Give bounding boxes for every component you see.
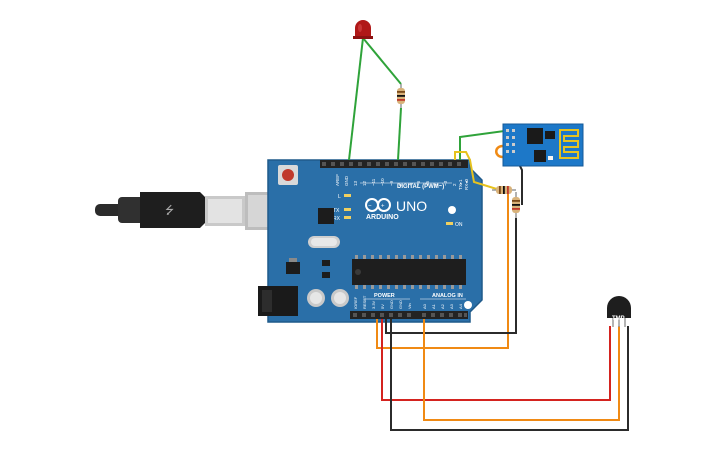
power-label: POWER <box>374 293 395 299</box>
wire-red-5v-sensor[interactable] <box>381 319 611 401</box>
pin-label: ~11 <box>371 178 376 186</box>
pin-label: A1 <box>431 303 436 309</box>
pin-label-aref: AREF <box>335 174 340 186</box>
pin-label: RX◂0 <box>464 178 469 190</box>
red-led[interactable] <box>353 20 373 39</box>
pin-label: RESET <box>362 295 367 309</box>
pin-label: 2 <box>452 183 457 186</box>
mounting-hole <box>464 301 472 309</box>
led-label-rx: RX <box>333 216 341 222</box>
led-label-on: ON <box>455 222 463 228</box>
led-label-tx: TX <box>333 208 340 214</box>
pin-label: ~10 <box>380 178 385 186</box>
wire-orange-a0-sensor[interactable] <box>423 319 620 421</box>
brand-label: ARDUINO <box>366 214 399 221</box>
pin-label: A3 <box>449 303 454 309</box>
pin-label: A0 <box>422 303 427 309</box>
wire-resistor-pin8[interactable] <box>397 107 402 161</box>
esp8266-module[interactable] <box>502 123 584 167</box>
pin-label: Vin <box>407 303 412 309</box>
pin-label: 4 <box>434 183 439 186</box>
pin-label: A2 <box>440 303 445 309</box>
wire-esp-orange-loop[interactable] <box>495 144 504 159</box>
pin-label: A4 <box>458 303 463 309</box>
svg-text:−: − <box>368 204 372 210</box>
pin-label: 7 <box>407 183 412 186</box>
digital-label: DIGITAL (PWM~) <box>397 184 444 190</box>
wire-esp-yellow[interactable] <box>454 151 501 191</box>
pin-label: 3.3V <box>371 300 376 309</box>
svg-text:+: + <box>381 204 385 210</box>
divider-resistor-1[interactable] <box>492 186 516 194</box>
wire-led-resistor[interactable] <box>362 37 402 85</box>
pin-label-gnd: GND <box>344 175 349 186</box>
capacitors <box>307 289 349 307</box>
wire-black-gnd-sensor[interactable] <box>390 319 629 431</box>
power-jack[interactable] <box>258 286 298 316</box>
analog-in-label: ANALOG IN <box>432 293 463 299</box>
smd-part <box>322 272 330 278</box>
pin-label: 13 <box>353 180 358 186</box>
wire-black-gnd-esp[interactable] <box>385 218 517 334</box>
wire-orange-3v3-esp[interactable] <box>376 194 509 349</box>
atmega-chip <box>352 255 466 289</box>
divider-resistor-2[interactable] <box>512 192 520 218</box>
usb-cable[interactable]: ⭍ <box>95 192 297 230</box>
pin-label: 5V <box>380 304 385 309</box>
pin-label: GND <box>398 300 403 309</box>
pin-label: A5 <box>464 303 469 309</box>
pin-label: TX▸1 <box>458 179 463 190</box>
pin-label: GND <box>389 300 394 309</box>
voltage-regulator <box>286 258 300 274</box>
pin-label: IOREF <box>353 296 358 309</box>
status-leds: L TX RX ON <box>333 194 463 228</box>
usb-icon: ⭍ <box>165 204 174 217</box>
crystal-oscillator <box>308 236 340 248</box>
mounting-hole <box>448 206 456 214</box>
wire-led-gnd[interactable] <box>348 37 364 161</box>
usb-chip <box>318 208 334 224</box>
arduino-logo: − + ARDUINO UNO <box>365 198 427 221</box>
arduino-uno-board[interactable]: AREF GND 13 12 ~11 ~10 ~9 8 7 ~6 ~5 4 ~3… <box>258 159 483 323</box>
model-label: UNO <box>396 198 427 214</box>
led-resistor[interactable] <box>397 84 405 108</box>
pin-label: 8 <box>398 183 403 186</box>
sensor-label: TMP <box>612 316 625 322</box>
led-label-l: L <box>338 194 341 200</box>
tmp36-sensor[interactable]: TMP <box>607 296 631 327</box>
smd-part <box>322 260 330 266</box>
reset-button[interactable] <box>278 165 298 185</box>
